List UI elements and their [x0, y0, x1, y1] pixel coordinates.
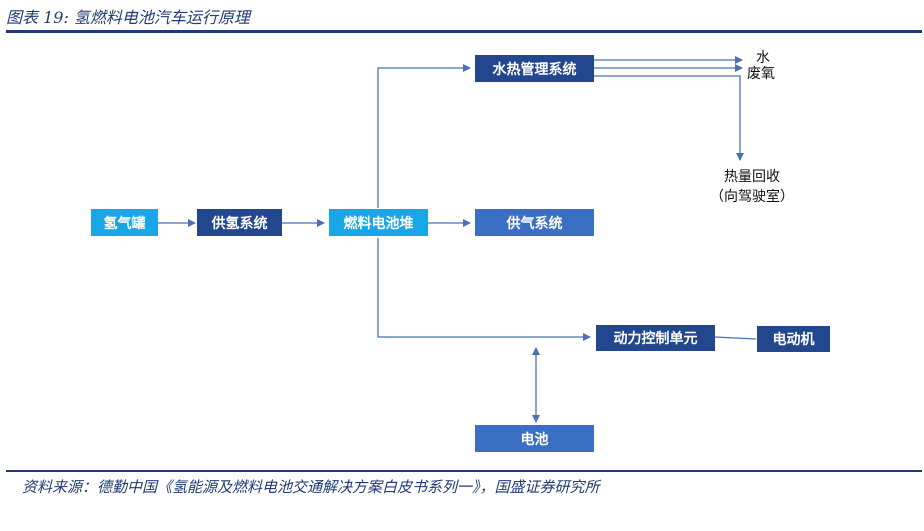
- bottom-divider: [6, 470, 922, 472]
- node-battery: 电池: [475, 425, 594, 452]
- output-water: 水: [756, 50, 770, 66]
- node-motor: 电动机: [757, 326, 830, 352]
- top-divider: [6, 30, 922, 33]
- node-fuel-cell-stack: 燃料电池堆: [329, 209, 428, 236]
- source-note: 资料来源：德勤中国《氢能源及燃料电池交通解决方案白皮书系列一》，国盛证券研究所: [22, 478, 600, 496]
- node-power-control: 动力控制单元: [596, 325, 715, 351]
- arrow-stack-to-control: [377, 238, 591, 341]
- node-hydrogen-tank: 氢气罐: [91, 209, 158, 236]
- node-hydrogen-supply: 供氢系统: [197, 209, 282, 236]
- arrow-to-heat-recovery: [594, 75, 744, 161]
- output-heat-recovery: 热量回收 （向驾驶室）: [706, 166, 798, 206]
- node-air-supply: 供气系统: [475, 209, 594, 236]
- heat-recovery-line1: 热量回收: [724, 169, 780, 185]
- heat-recovery-line2: （向驾驶室）: [710, 189, 794, 205]
- arrow-stack-to-thermal: [377, 64, 471, 208]
- output-exhaust-oxygen: 废氧: [747, 66, 775, 82]
- line-control-to-motor: [714, 336, 757, 340]
- figure-title: 图表 19: 氢燃料电池汽车运行原理: [6, 8, 250, 27]
- node-water-thermal: 水热管理系统: [475, 55, 594, 82]
